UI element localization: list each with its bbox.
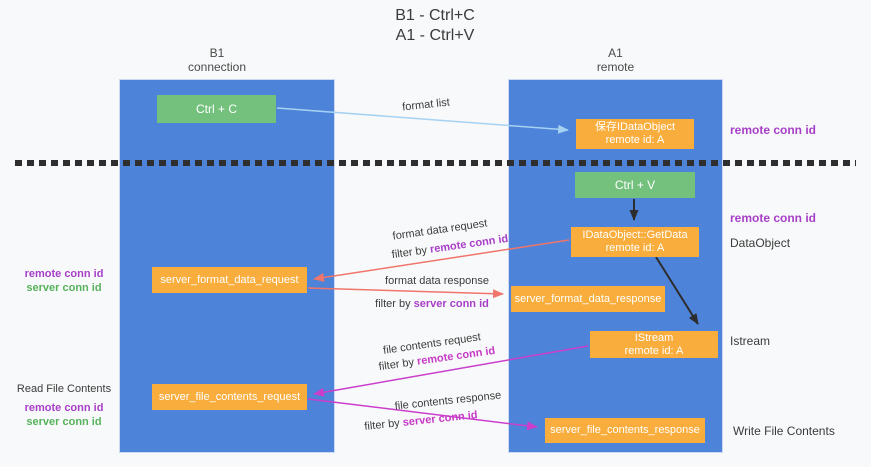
node-server-file-contents-request: server_file_contents_request: [152, 384, 307, 410]
node-save-idataobject: 保存IDataObject remote id: A: [576, 119, 694, 149]
node-server-format-data-response: server_format_data_response: [511, 286, 665, 312]
title-line-2: A1 - Ctrl+V: [395, 27, 475, 44]
node-save-idataobject-line1: 保存IDataObject: [594, 121, 676, 133]
node-format-request-label: server_format_data_request: [160, 273, 299, 286]
column-b1-name: B1: [209, 46, 225, 60]
label-write-file-contents: Write File Contents: [733, 424, 835, 438]
edge-label-file-contents-response-filter: filter by server conn id: [364, 409, 478, 433]
node-server-file-contents-response: server_file_contents_response: [545, 418, 705, 443]
title-line-1: B1 - Ctrl+C: [395, 7, 475, 24]
node-format-response-label: server_format_data_response: [514, 292, 662, 305]
node-ctrl-c: Ctrl + C: [157, 95, 276, 123]
label-remote-conn-id-mid: remote conn id: [730, 211, 817, 225]
node-server-format-data-request: server_format_data_request: [152, 267, 307, 293]
diagram-title: B1 - Ctrl+C A1 - Ctrl+V: [300, 6, 570, 46]
node-getdata-line2: remote id: A: [605, 242, 665, 254]
label-read-file-contents: Read File Contents: [16, 383, 112, 395]
label-remote-conn-id-top: remote conn id: [730, 123, 817, 137]
label-group-conn-ids-mid: remote conn id server conn id: [14, 267, 114, 295]
node-idataobject-getdata: IDataObject::GetData remote id: A: [571, 227, 699, 257]
edge-label-file-contents-response: file contents response: [394, 389, 502, 413]
label-remote-conn-id-left-bottom: remote conn id: [24, 402, 104, 414]
label-remote-conn-id-left: remote conn id: [24, 268, 104, 280]
node-getdata-line1: IDataObject::GetData: [582, 229, 688, 241]
node-save-idataobject-line2: remote id: A: [605, 134, 665, 146]
node-istream-line1: IStream: [634, 331, 674, 344]
node-istream-line2: remote id: A: [624, 344, 684, 357]
label-server-conn-id-left-bottom: server conn id: [26, 416, 102, 428]
filter-prefix: filter by: [363, 416, 404, 433]
filter-key-remote-conn-id: remote conn id: [429, 232, 509, 256]
phase-separator-dashed-line: [15, 160, 856, 166]
node-ctrl-v: Ctrl + V: [575, 172, 695, 198]
label-group-read-file-contents: Read File Contents remote conn id server…: [14, 382, 114, 429]
label-dataobject: DataObject: [730, 236, 791, 250]
edge-label-format-data-response: format data response: [385, 275, 489, 287]
node-file-response-label: server_file_contents_response: [550, 424, 700, 436]
node-ctrl-c-label: Ctrl + C: [195, 101, 237, 116]
node-istream: IStream remote id: A: [590, 331, 718, 358]
column-a1-role: remote: [596, 60, 635, 74]
filter-prefix: filter by: [375, 298, 414, 310]
edge-label-format-list: format list: [401, 96, 451, 114]
column-header-b1: B1 connection: [109, 46, 325, 74]
node-ctrl-v-label: Ctrl + V: [614, 177, 656, 192]
column-b1-role: connection: [187, 60, 247, 74]
filter-key-server-conn-id: server conn id: [413, 298, 489, 310]
column-a1-name: A1: [608, 46, 623, 60]
edge-label-format-data-response-filter: filter by server conn id: [375, 298, 489, 310]
filter-prefix: filter by: [391, 243, 431, 262]
label-server-conn-id-left: server conn id: [26, 282, 102, 294]
filter-key-server-conn-id: server conn id: [402, 409, 479, 429]
label-istream: Istream: [730, 334, 771, 348]
column-header-a1: A1 remote: [508, 46, 723, 74]
filter-prefix: filter by: [378, 355, 418, 374]
node-file-request-label: server_file_contents_request: [158, 390, 301, 403]
arrow-format-data-response: [307, 287, 504, 299]
